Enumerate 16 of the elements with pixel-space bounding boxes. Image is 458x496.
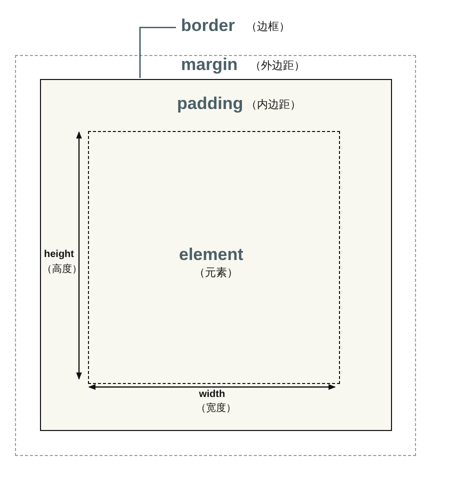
leader-line [139, 26, 176, 78]
part-name: border [181, 17, 235, 34]
part-name: margin [181, 56, 238, 73]
dimension-label: height [44, 250, 74, 260]
margin-area [15, 55, 416, 456]
dimension-label: width [199, 390, 226, 400]
dimension-translation: （宽度） [196, 404, 236, 414]
part-translation: （外边距） [250, 60, 305, 71]
part-name: padding [177, 95, 244, 112]
part-translation: （内边距） [246, 99, 301, 110]
content-area [88, 131, 340, 384]
part-name: element [179, 246, 244, 263]
part-translation: （元素） [194, 267, 238, 278]
dimension-translation: （高度） [42, 265, 82, 275]
part-translation: （边框） [246, 21, 290, 32]
border-box [40, 79, 392, 431]
